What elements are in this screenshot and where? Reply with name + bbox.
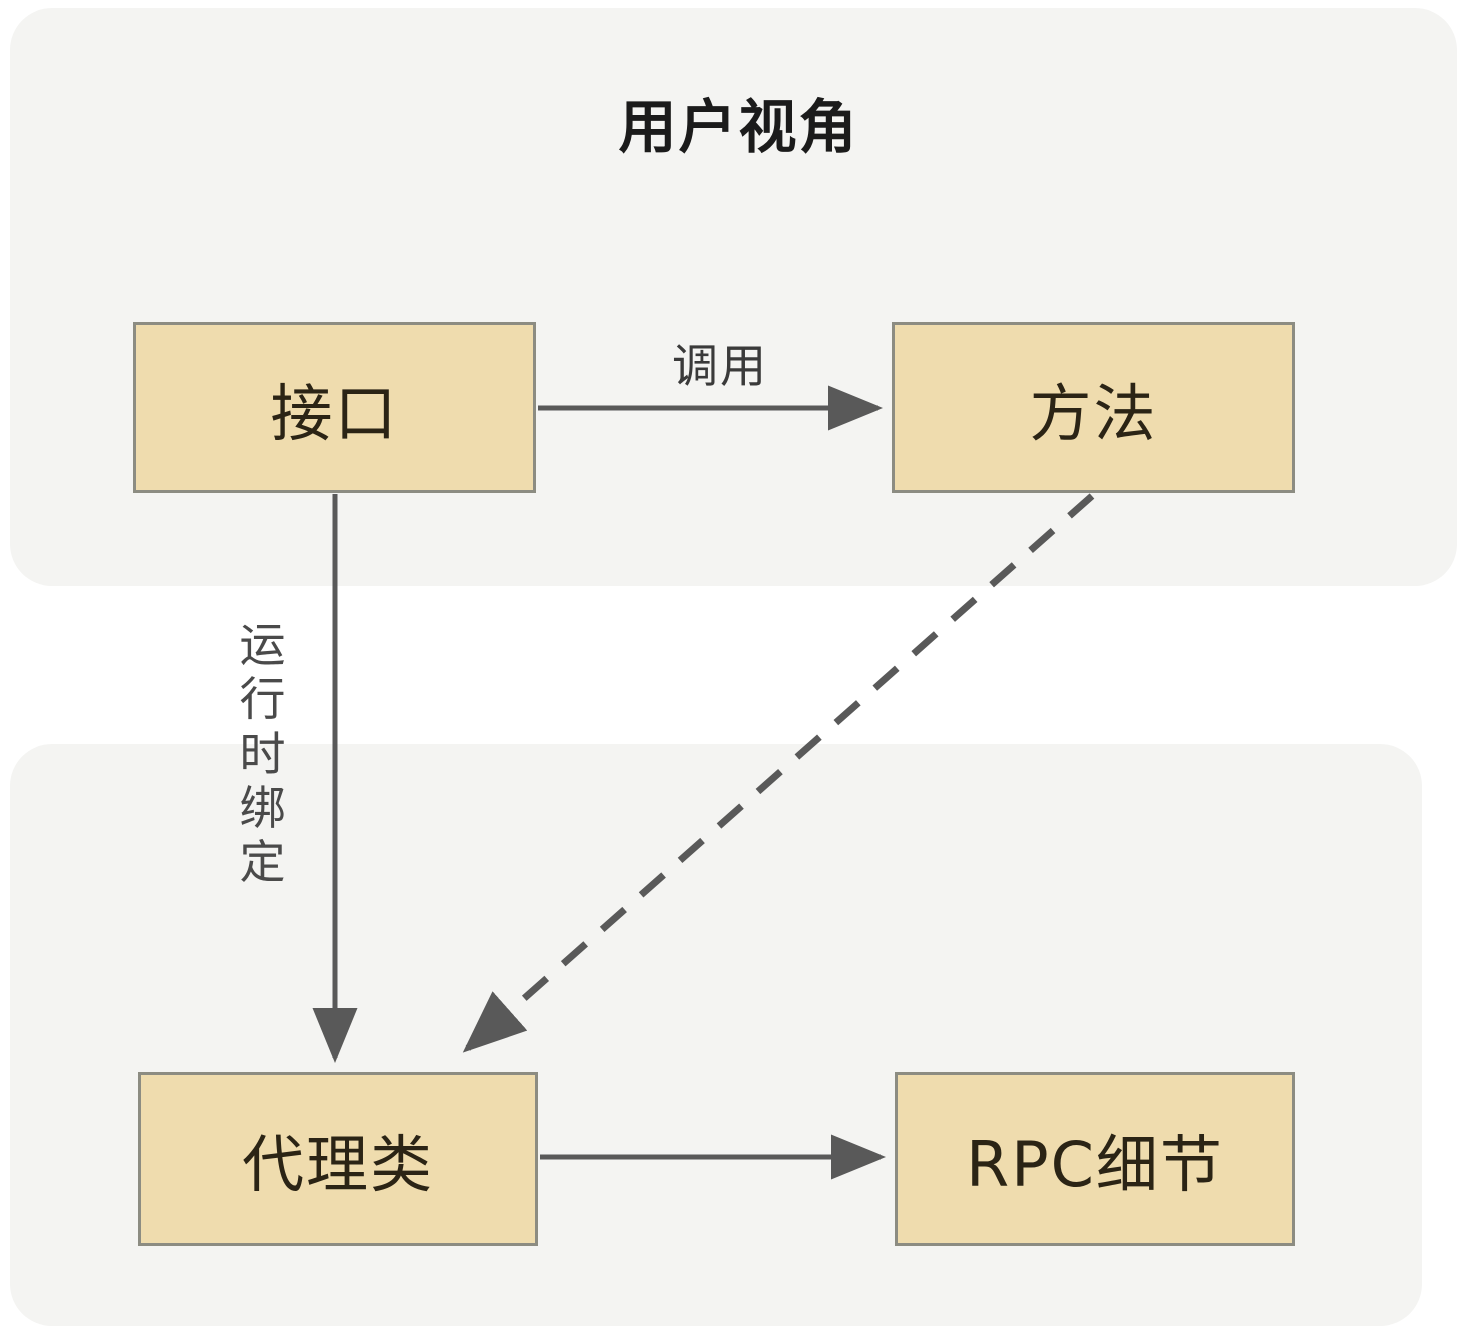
node-rpc-label: RPC细节 (966, 1128, 1224, 1201)
node-proxy-label: 代理类 (241, 1128, 434, 1201)
edge-label-runtime-binding: 运行时绑定 (239, 618, 287, 890)
node-method[interactable]: 方法 (892, 322, 1295, 493)
node-proxy[interactable]: 代理类 (138, 1072, 538, 1246)
edge-label-call: 调用 (672, 339, 768, 393)
node-interface-label: 接口 (270, 376, 399, 450)
page-title: 用户视角 (618, 93, 859, 161)
node-method-label: 方法 (1029, 376, 1158, 450)
node-rpc[interactable]: RPC细节 (895, 1072, 1295, 1246)
node-interface[interactable]: 接口 (133, 322, 536, 493)
